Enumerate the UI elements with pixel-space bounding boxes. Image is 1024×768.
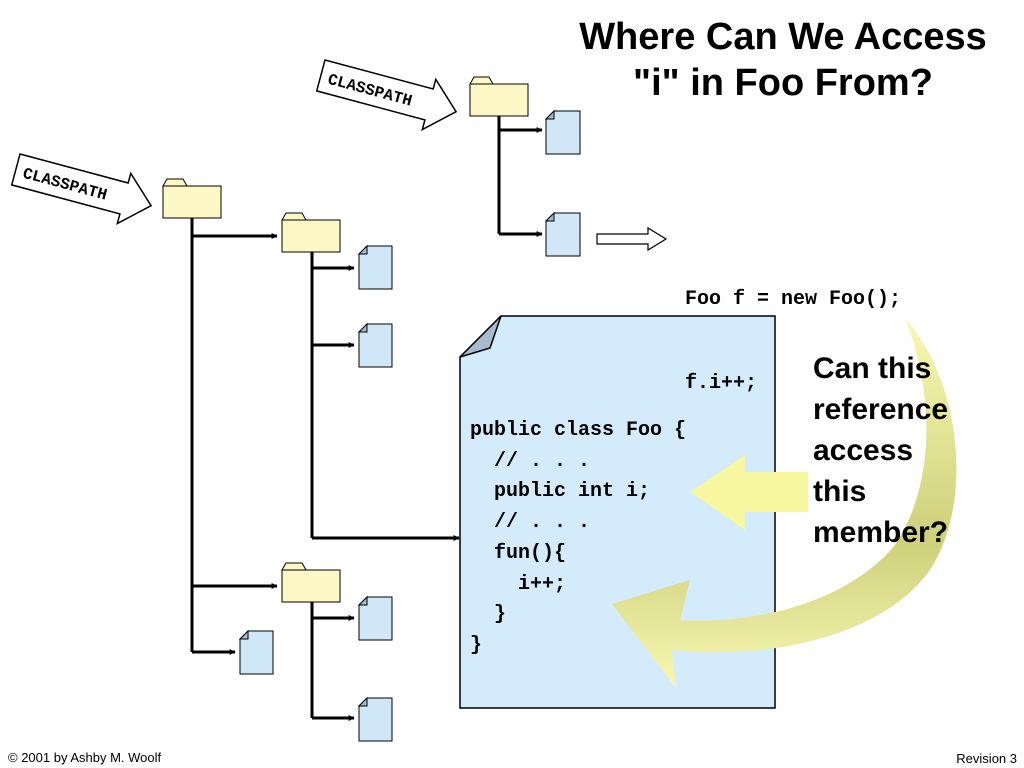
slide-title: Where Can We Access "i" in Foo From? (548, 14, 1018, 106)
code-line: } (470, 603, 507, 627)
classpath-arrow-icon: CLASSPATH (315, 59, 458, 132)
code-line: fun(){ (470, 541, 567, 565)
file-icon (544, 211, 581, 257)
file-icon (238, 629, 274, 675)
code-line: } (470, 633, 483, 657)
file-icon (357, 696, 393, 742)
copyright-text: © 2001 by Ashby M. Woolf (8, 750, 162, 765)
foo-source-file (459, 315, 776, 709)
file-icon (544, 109, 581, 155)
hollow-arrow-icon (596, 226, 668, 252)
file-icon (357, 595, 393, 641)
folder-icon (469, 76, 529, 117)
caller-code: Foo f = new Foo(); f.i++; (685, 230, 901, 426)
question-line: access (813, 434, 914, 467)
caller-code-line: Foo f = new Foo(); (685, 288, 902, 311)
question-line: member? (813, 516, 949, 549)
question-line: this (813, 475, 867, 508)
code-line: public int i; (470, 480, 651, 504)
code-line: // . . . (470, 449, 591, 473)
code-line: // . . . (470, 511, 591, 535)
classpath-arrow-icon: CLASSPATH (10, 153, 153, 226)
code-line: i++; (470, 572, 567, 596)
folder-icon (162, 178, 222, 219)
caller-code-line: f.i++; (685, 372, 758, 395)
title-line: "i" in Foo From? (633, 62, 933, 104)
revision-text: Revision 3 (956, 751, 1017, 766)
title-line: Where Can We Access (579, 16, 987, 58)
curved-access-arrow (612, 318, 957, 688)
question-line: reference (813, 393, 949, 426)
code-line: public class Foo { (470, 419, 687, 442)
top-tree-lines (497, 116, 543, 237)
question-line: Can this (813, 352, 932, 385)
foo-source-code: public class Foo { // . . . public int i… (470, 416, 686, 662)
file-icon (357, 322, 393, 368)
left-tree-lines (190, 218, 460, 721)
file-icon (357, 244, 393, 290)
folder-icon (281, 212, 341, 253)
access-arrow (690, 455, 808, 530)
question-text: Can this reference access this member? (813, 348, 1013, 553)
folder-icon (281, 562, 341, 603)
